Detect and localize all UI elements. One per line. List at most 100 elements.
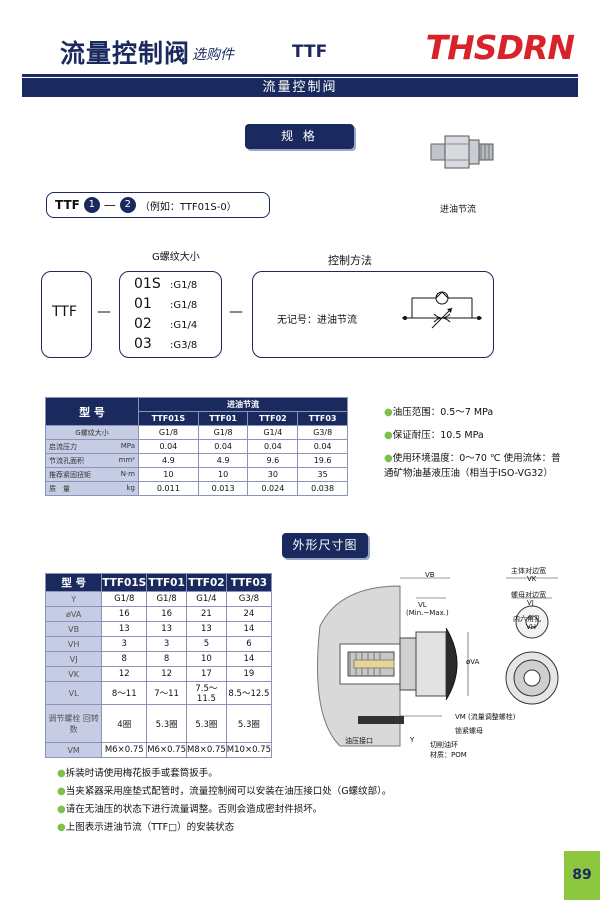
- spec-model-col: TTF01S: [138, 411, 199, 426]
- table-cell: 0.04: [247, 439, 299, 454]
- spec-model-col: TTF02: [247, 411, 299, 426]
- table-cell: 3: [146, 636, 187, 652]
- table-cell: 8～11: [101, 681, 148, 705]
- table-cell: M10×0.75: [225, 742, 273, 758]
- table-cell: 12: [146, 666, 187, 682]
- table-cell: 10: [138, 467, 199, 482]
- table-cell: 13: [146, 621, 187, 637]
- row-label: G螺纹大小: [75, 428, 109, 437]
- table-cell: 14: [225, 621, 273, 637]
- table-cell: 35: [297, 467, 348, 482]
- table-cell: 5.3圈: [186, 704, 227, 743]
- thread-size-box: [119, 271, 222, 358]
- table-cell: 24: [225, 606, 273, 622]
- table-cell: 3: [101, 636, 148, 652]
- dim-section-label: 外形尺寸图: [282, 533, 368, 558]
- table-cell: 7～11: [146, 681, 187, 705]
- size-thread: :G3/8: [170, 340, 198, 351]
- main-width-label: 主体对边宽: [511, 567, 546, 575]
- spec-note: 保证耐压：10.5 MPa: [392, 430, 484, 441]
- model-prefix: TTF: [55, 198, 80, 212]
- footer-notes: ●拆装时请使用梅花扳手或套筒扳手。 ●当夹紧器采用座垫式配管时，流量控制阀可以安…: [57, 766, 497, 835]
- size-code: 03: [134, 336, 152, 352]
- table-cell: 0.013: [197, 481, 249, 496]
- dim-model-header: 型 号: [44, 573, 103, 592]
- table-cell: M6×0.75: [146, 742, 187, 758]
- table-cell: G1/8: [197, 425, 249, 440]
- section-band: 流量控制阀: [22, 78, 578, 97]
- spec-note: 使用环境温度：0～70 ℃ 使用流体：普通矿物油基液压油（相当于ISO-VG32…: [384, 453, 561, 479]
- table-cell: G3/8: [297, 425, 348, 440]
- dim-vh-label: VH: [526, 623, 537, 631]
- bullet-icon: ●: [57, 786, 66, 797]
- table-cell: 7.5～11.5: [186, 681, 227, 705]
- footer-note: 上图表示进油节流（TTF□）的安装状态: [65, 822, 235, 833]
- footer-note: 拆装时请使用梅花扳手或套筒扳手。: [65, 768, 218, 779]
- table-cell: 0.024: [247, 481, 299, 496]
- spec-model-col: TTF03: [297, 411, 348, 426]
- seal-nut-label: 切削油环: [430, 741, 458, 749]
- thread-size-list: 01S:G1/8 01:G1/8 02:G1/4 03:G3/8: [134, 276, 197, 356]
- table-cell: 0.04: [138, 439, 199, 454]
- product-code: TTF: [292, 42, 328, 62]
- footer-note: 当夹紧器采用座垫式配管时，流量控制阀可以安装在油压接口处（G螺纹部）。: [65, 786, 392, 797]
- page-subtitle: 选购件: [192, 47, 234, 63]
- table-cell: 10: [186, 651, 227, 667]
- size-thread: :G1/8: [170, 300, 198, 311]
- option-circle-1: 1: [83, 197, 100, 213]
- spec-note: 油压范围：0.5～7 MPa: [392, 407, 494, 418]
- dim-vj-label: VJ: [527, 599, 534, 607]
- row-unit: mm²: [118, 455, 135, 464]
- size-thread: :G1/8: [170, 280, 198, 291]
- table-cell: G1/8: [146, 591, 187, 607]
- dim-vl-range: (Min.~Max.): [406, 609, 449, 617]
- table-cell: 0.04: [197, 439, 249, 454]
- spec-notes: ●油压范围：0.5～7 MPa ●保证耐压：10.5 MPa ●使用环境温度：0…: [384, 405, 564, 481]
- bullet-icon: ●: [384, 407, 393, 418]
- control-method-box: [252, 271, 494, 358]
- row-unit: kg: [126, 483, 136, 492]
- table-cell: 30: [247, 467, 299, 482]
- row-unit: MPa: [120, 441, 135, 450]
- option-circle-2: 2: [119, 197, 136, 213]
- row-label: 启流压力: [49, 442, 77, 451]
- dim-model-col: TTF01: [146, 573, 187, 592]
- dim-vl-label: VL: [418, 601, 427, 609]
- ttf-code-box: [41, 271, 92, 358]
- table-cell: 0.04: [297, 439, 348, 454]
- page-title: 流量控制阀: [60, 39, 191, 68]
- table-cell: M6×0.75: [101, 742, 148, 758]
- header-divider: [22, 74, 578, 77]
- table-cell: 19.6: [297, 453, 348, 468]
- table-cell: M8×0.75: [186, 742, 227, 758]
- table-cell: 6: [225, 636, 273, 652]
- table-cell: 12: [101, 666, 148, 682]
- dimension-drawing: [317, 577, 559, 747]
- row-label: 质 量: [49, 484, 70, 493]
- ttf-code-label: TTF: [52, 304, 77, 320]
- table-cell: 5.3圈: [146, 704, 187, 743]
- row-label: øVA: [44, 606, 103, 622]
- spec-table: 型 号 进油节流 TTF01S TTF01 TTF02 TTF03 G螺纹大小 …: [45, 397, 348, 496]
- table-cell: 0.038: [297, 481, 348, 496]
- table-row: G螺纹大小 G1/8 G1/8 G1/4 G3/8: [45, 425, 348, 440]
- lock-nut-label: 锁紧螺母: [455, 727, 483, 735]
- row-label: 推荐紧固扭矩: [49, 470, 91, 479]
- table-cell: 10: [197, 467, 249, 482]
- vm-label: VM (流量调整螺栓): [455, 713, 516, 721]
- table-cell: G1/4: [247, 425, 299, 440]
- dim-model-col: TTF01S: [101, 573, 148, 592]
- spec-model-header: 型 号: [45, 397, 139, 426]
- dim-ova-label: øVA: [466, 658, 480, 666]
- hex-hole-label: 内六角孔: [513, 615, 541, 623]
- thread-size-caption: G螺纹大小: [152, 252, 200, 263]
- dim-model-col: TTF03: [225, 573, 273, 592]
- product-caption: 进油节流: [440, 205, 477, 215]
- control-method-text: 无记号：进油节流: [277, 315, 357, 326]
- footer-note: 请在无油压的状态下进行流量调整。否则会造成密封件损坏。: [65, 804, 323, 815]
